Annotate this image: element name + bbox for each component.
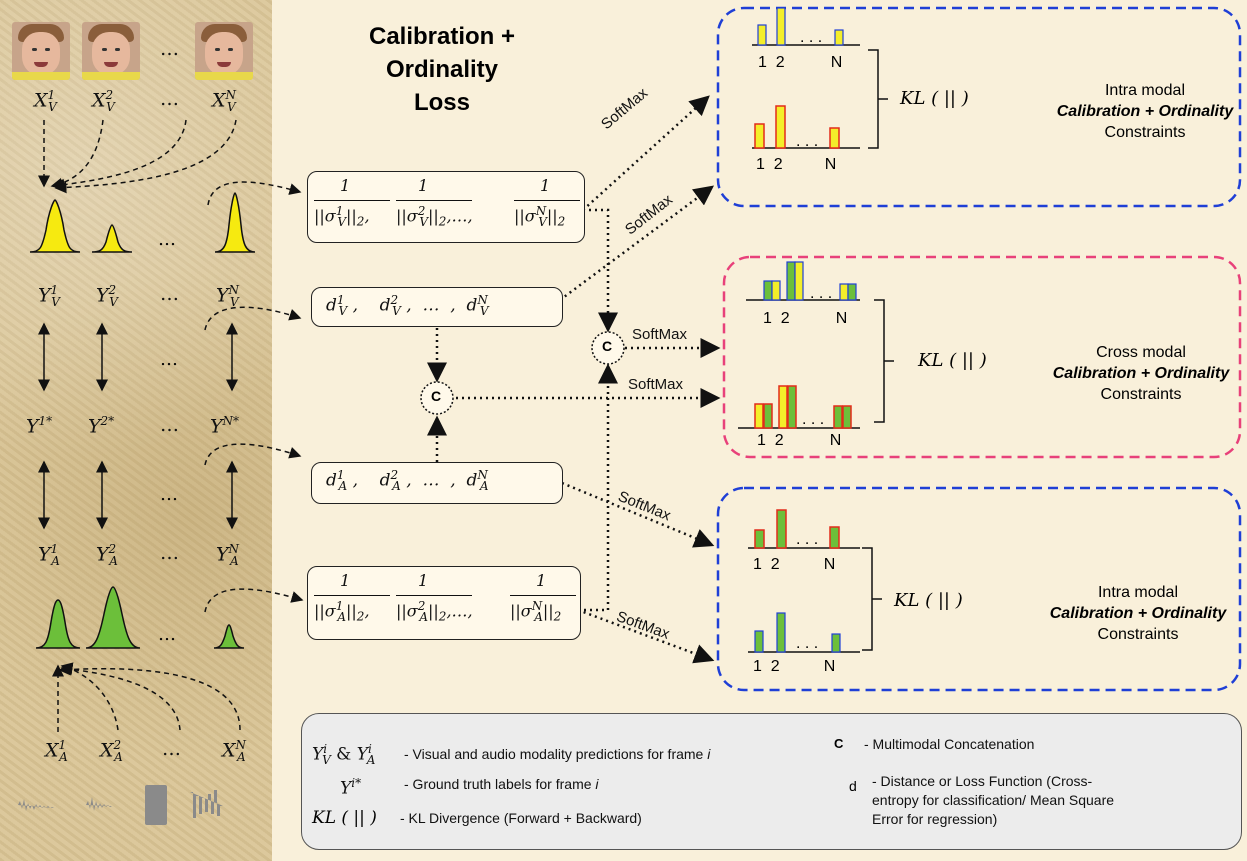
x-a-2-label: X2A: [100, 738, 123, 765]
legend-concat-letter: C: [834, 736, 844, 751]
ellipsis: …: [160, 88, 179, 110]
kl-label-2: KL ( || ): [918, 350, 987, 371]
concat-letter-2: C: [431, 388, 442, 404]
svg-text:. . .: . . .: [802, 411, 824, 428]
y-v-2-label: Y2V: [96, 283, 118, 310]
x-v-2-label: X2V: [92, 88, 115, 115]
d-v-expression: d1V , d2V , … , dNV: [326, 293, 489, 319]
legend-concat-desc: - Multimodal Concatenation: [864, 736, 1035, 752]
x-a-1-label: X1A: [45, 738, 68, 765]
ellipsis: …: [160, 542, 179, 564]
concat-circle-center: [420, 381, 454, 415]
cross-modal-panel: [722, 255, 1242, 459]
d-a-expression: d1A , d2A , … , dNA: [326, 468, 489, 494]
ellipsis: …: [160, 38, 179, 60]
d-v-box: [311, 287, 563, 327]
y-gt-1-label: Y1*: [26, 414, 53, 438]
d-a-box: [311, 462, 563, 504]
svg-text:. . .: . . .: [796, 531, 818, 548]
sigma-a-box: [307, 566, 581, 640]
legend-pred-symbol: YiV & YiA: [312, 742, 376, 768]
audio-waveform-n: [190, 790, 223, 818]
ellipsis: …: [160, 349, 178, 370]
legend-distance-desc: - Distance or Loss Function (Cross- entr…: [872, 773, 1115, 827]
audio-gaussian-1: [35, 599, 81, 649]
legend-kl-desc: - KL Divergence (Forward + Backward): [400, 810, 642, 826]
left-input-column: [0, 0, 272, 861]
visual-gaussian-1: [29, 199, 81, 253]
brace-3: [862, 547, 882, 651]
y-a-n-label: YNA: [216, 542, 240, 569]
audio-gaussian-2: [85, 586, 141, 649]
histogram-visual-2: . . .: [752, 105, 860, 150]
svg-text:. . .: . . .: [810, 285, 832, 302]
legend-pred-desc: - Visual and audio modality predictions …: [404, 746, 711, 762]
ellipsis: …: [158, 229, 176, 250]
histogram-cross-2: . . .: [738, 385, 860, 429]
audio-waveform-2: [86, 797, 112, 811]
ellipsis: …: [160, 484, 178, 505]
y-a-2-label: Y2A: [96, 542, 118, 569]
legend-box: [301, 713, 1242, 850]
diagram-title: Calibration + Ordinality Loss: [368, 23, 516, 116]
y-a-1-label: Y1A: [38, 542, 60, 569]
visual-gaussian-2: [91, 224, 133, 253]
intra-modal-visual-panel: [716, 6, 1242, 208]
visual-frame-2-image: [82, 22, 140, 80]
svg-text:. . .: . . .: [800, 29, 822, 46]
y-gt-n-label: YN*: [210, 414, 240, 438]
ellipsis: …: [158, 624, 176, 645]
histogram-visual-1: . . .: [752, 7, 860, 46]
brace-1: [868, 49, 888, 149]
kl-label-3: KL ( || ): [894, 590, 963, 611]
histogram-audio-2: . . .: [748, 612, 860, 653]
histogram-cross-1: . . .: [746, 261, 860, 302]
x-v-1-label: X1V: [34, 88, 57, 115]
visual-frame-n-image: [195, 22, 253, 80]
sigma-v-box: [307, 171, 585, 243]
y-v-1-label: Y1V: [38, 283, 60, 310]
x-a-n-label: XNA: [222, 738, 247, 765]
intra-modal-audio-panel: [716, 486, 1242, 692]
kl-label-1: KL ( || ): [900, 88, 969, 109]
brace-2: [874, 299, 894, 423]
legend-distance-letter: d: [849, 778, 857, 794]
legend-kl-symbol: KL ( || ): [312, 808, 377, 828]
x-v-n-label: XNV: [212, 88, 237, 115]
audio-gaussian-n: [213, 624, 245, 649]
concat-circle-visual-side: [591, 331, 625, 365]
svg-text:. . .: . . .: [796, 133, 818, 150]
legend-gt-symbol: Yi*: [340, 776, 362, 799]
visual-frame-1-image: [12, 22, 70, 80]
audio-waveform-3: [145, 785, 167, 825]
concat-letter-1: C: [602, 338, 613, 354]
ellipsis: …: [162, 738, 181, 760]
svg-text:. . .: . . .: [796, 635, 818, 652]
softmax-label-4: SoftMax: [628, 376, 684, 393]
ellipsis: …: [160, 283, 179, 305]
y-v-n-label: YNV: [216, 283, 240, 310]
visual-gaussian-n: [214, 192, 256, 253]
legend-gt-desc: - Ground truth labels for frame i: [404, 776, 599, 792]
audio-waveform-1: [18, 799, 54, 811]
softmax-label-3: SoftMax: [632, 326, 688, 343]
y-gt-2-label: Y2*: [88, 414, 115, 438]
ellipsis: …: [160, 414, 179, 436]
histogram-audio-1: . . .: [748, 509, 860, 549]
